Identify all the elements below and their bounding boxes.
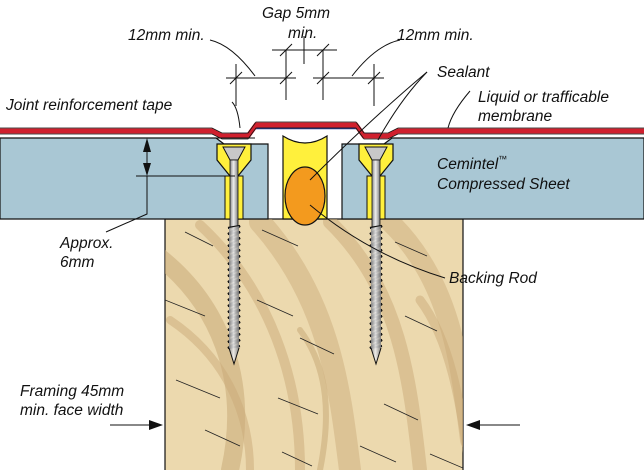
label-backing-rod: Backing Rod — [449, 270, 538, 287]
backing-rod — [284, 166, 326, 226]
label-membrane-line1: Liquid or trafficable — [478, 89, 609, 106]
label-12mm-right: 12mm min. — [397, 27, 474, 44]
membrane — [0, 121, 644, 140]
compressed-sheet — [0, 137, 644, 220]
label-gap-line2: min. — [288, 25, 317, 42]
label-approx-line1: Approx. — [59, 235, 113, 252]
label-approx-line2: 6mm — [60, 254, 95, 271]
right-screw — [358, 143, 394, 366]
label-membrane-line2: membrane — [478, 108, 552, 125]
label-gap-line1: Gap 5mm — [262, 5, 330, 22]
label-12mm-left: 12mm min. — [128, 27, 205, 44]
left-screw — [216, 143, 252, 366]
timber-framing — [164, 218, 464, 470]
label-framing-line1: Framing 45mm — [20, 383, 124, 400]
leader-lines — [209, 36, 471, 279]
thickness-dimension — [105, 137, 255, 233]
framing-width-arrows — [110, 420, 520, 430]
label-sheet-line2: Compressed Sheet — [437, 176, 570, 193]
dimension-lines — [226, 43, 384, 106]
label-joint-tape: Joint reinforcement tape — [5, 97, 173, 114]
label-framing-line2: min. face width — [20, 402, 123, 419]
label-sheet-line1: Cemintel™ — [437, 154, 507, 173]
label-sealant: Sealant — [437, 64, 490, 81]
